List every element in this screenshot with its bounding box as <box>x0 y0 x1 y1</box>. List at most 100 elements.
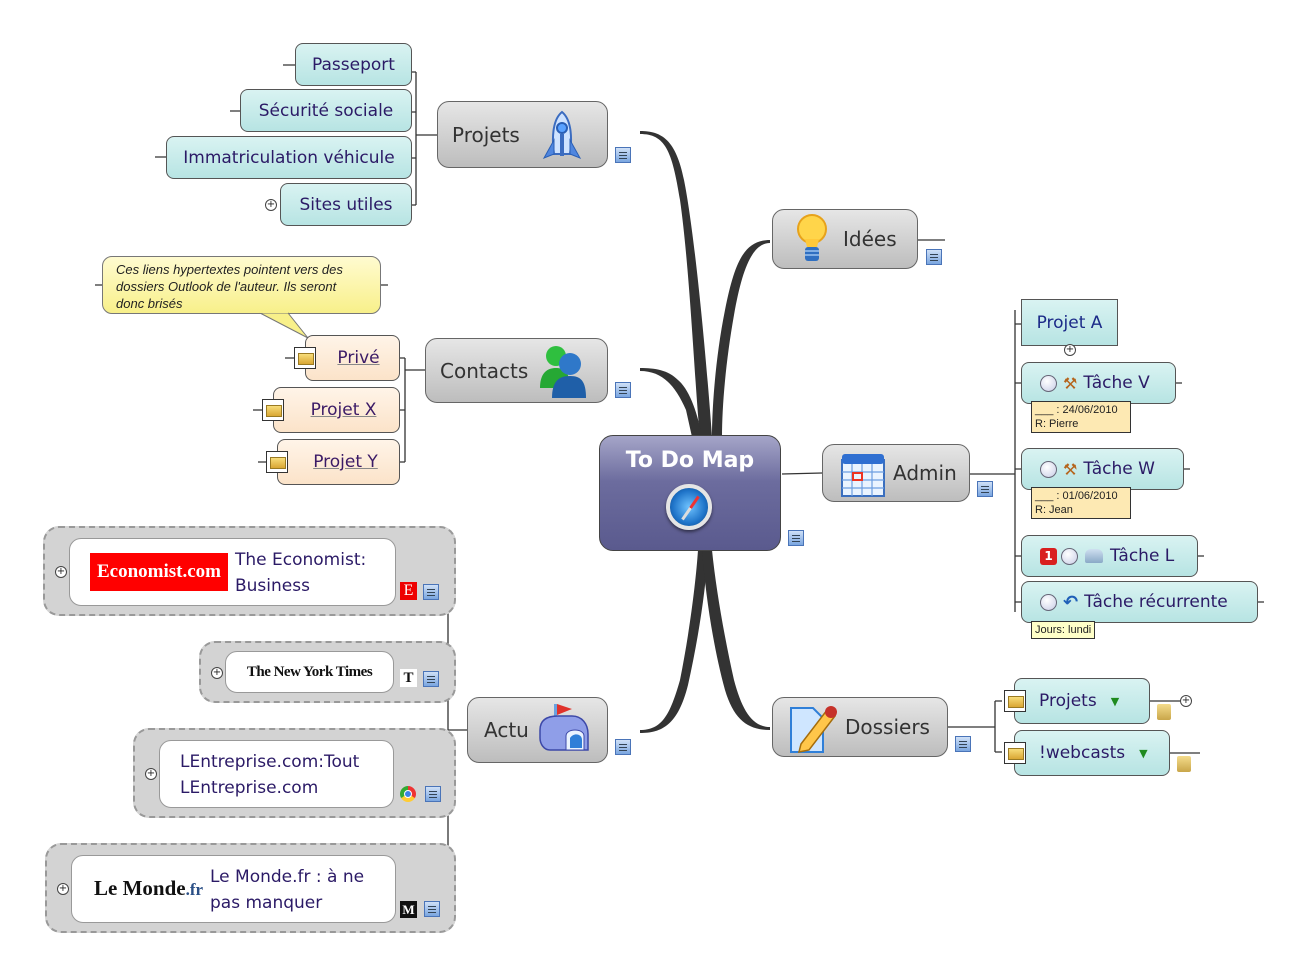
folder-link-icon[interactable] <box>1004 690 1026 712</box>
dropdown-arrow-icon[interactable]: ▼ <box>1139 746 1148 760</box>
subtopic-passeport[interactable]: Passeport <box>295 43 412 86</box>
news-title-line: The Economist: <box>235 550 367 570</box>
subtopic-projet-x[interactable]: Projet X <box>273 387 400 433</box>
dropdown-arrow-icon[interactable]: ▼ <box>1110 694 1120 708</box>
folder-link-icon[interactable] <box>262 399 284 421</box>
news-card[interactable]: Economist.com The Economist: Business <box>69 538 396 606</box>
expand-icon[interactable]: + <box>1180 695 1192 707</box>
branch-actu <box>640 550 708 733</box>
task-label: Tâche L <box>1110 546 1175 566</box>
subtopic-label: Projet X <box>310 400 377 420</box>
topic-projets[interactable]: Projets <box>437 101 608 168</box>
branch-idees <box>712 240 770 437</box>
news-card[interactable]: Le Monde.fr Le Monde.fr : à ne pas manqu… <box>71 855 396 923</box>
central-topic-title: To Do Map <box>625 448 755 473</box>
notes-icon[interactable] <box>615 739 631 755</box>
topic-admin[interactable]: Admin <box>822 444 970 502</box>
folder-link-icon[interactable] <box>294 347 316 369</box>
notes-icon[interactable] <box>423 671 439 687</box>
news-item-lemonde[interactable]: + Le Monde.fr Le Monde.fr : à ne pas man… <box>45 843 456 933</box>
topic-dossiers[interactable]: Dossiers <box>772 697 948 757</box>
task-l[interactable]: 1 Tâche L <box>1021 535 1198 577</box>
topic-contacts[interactable]: Contacts <box>425 338 608 403</box>
folder-attachment-icon[interactable] <box>1157 704 1171 720</box>
subtopic-label: Sites utiles <box>299 194 393 215</box>
task-label: Tâche V <box>1083 373 1150 393</box>
subtopic-sites-utiles[interactable]: Sites utiles <box>280 183 412 226</box>
notes-icon[interactable] <box>977 481 993 497</box>
expand-icon[interactable]: + <box>265 199 277 211</box>
users-icon <box>538 342 588 398</box>
notes-icon[interactable] <box>955 736 971 752</box>
news-title: LEntreprise.com:Tout LEntreprise.com <box>180 749 359 801</box>
news-item-nyt[interactable]: + The New York Times T <box>199 641 456 703</box>
news-card[interactable]: LEntreprise.com:Tout LEntreprise.com <box>159 740 394 808</box>
subtopic-label: Sécurité sociale <box>258 100 394 121</box>
subtopic-projet-a[interactable]: Projet A <box>1021 299 1118 346</box>
task-label: Tâche récurrente <box>1084 592 1228 612</box>
notes-icon[interactable] <box>423 584 439 600</box>
topic-label: Admin <box>893 461 957 485</box>
expand-icon[interactable]: + <box>211 667 223 679</box>
task-due-date: ___ : 24/06/2010 <box>1035 404 1118 416</box>
branch-dossiers <box>702 550 770 730</box>
folder-link-icon[interactable] <box>1004 742 1026 764</box>
news-title-line: LEntreprise.com <box>180 778 319 798</box>
task-progress-checkbox[interactable] <box>1040 374 1057 392</box>
expand-icon[interactable]: + <box>57 883 69 895</box>
news-title-line: Le Monde.fr : à ne <box>210 867 365 887</box>
subtopic-prive[interactable]: Privé <box>305 335 400 381</box>
subtopic-label: Projets <box>1039 691 1097 711</box>
subtopic-securite-sociale[interactable]: Sécurité sociale <box>240 89 412 132</box>
recurrence-arrow-icon: ↶ <box>1063 591 1079 613</box>
chrome-icon[interactable] <box>400 786 416 802</box>
lemonde-favicon[interactable]: M <box>400 901 417 918</box>
task-progress-checkbox[interactable] <box>1040 460 1057 478</box>
subtopic-immatriculation[interactable]: Immatriculation véhicule <box>166 136 412 179</box>
notes-icon[interactable] <box>926 249 942 265</box>
safari-compass-icon <box>666 484 712 530</box>
subtopic-label: !webcasts <box>1039 743 1126 763</box>
central-topic[interactable]: To Do Map <box>599 435 781 551</box>
subtopic-projet-y[interactable]: Projet Y <box>277 439 400 485</box>
subtopic-dossier-projets[interactable]: Projets ▼ <box>1014 678 1150 724</box>
economist-logo: Economist.com <box>90 553 228 591</box>
recurrence-days: Jours: lundi <box>1035 624 1092 636</box>
news-item-economist[interactable]: + Economist.com The Economist: Business … <box>43 526 456 616</box>
task-progress-checkbox[interactable] <box>1040 593 1057 611</box>
news-title: Le Monde.fr : à ne pas manquer <box>210 864 364 916</box>
economist-favicon[interactable]: E <box>400 582 417 600</box>
task-info-note: ___ : 01/06/2010 R: Jean <box>1031 487 1131 519</box>
notes-icon[interactable] <box>788 530 804 546</box>
task-v[interactable]: ⚒ Tâche V <box>1021 362 1176 404</box>
news-card[interactable]: The New York Times <box>225 651 394 693</box>
gavel-icon: ⚒ <box>1063 373 1078 393</box>
folder-attachment-icon[interactable] <box>1177 756 1191 772</box>
folder-link-icon[interactable] <box>266 451 288 473</box>
subtopic-dossier-webcasts[interactable]: !webcasts ▼ <box>1014 730 1170 776</box>
notes-icon[interactable] <box>424 901 440 917</box>
branch-contacts <box>640 368 702 437</box>
task-recurrente[interactable]: ↶ Tâche récurrente <box>1021 581 1258 623</box>
lemonde-logo-suffix: .fr <box>185 880 204 899</box>
notes-icon[interactable] <box>615 382 631 398</box>
notes-icon[interactable] <box>615 147 631 163</box>
news-item-lentreprise[interactable]: + LEntreprise.com:Tout LEntreprise.com <box>133 728 456 818</box>
callout-pointer <box>259 312 309 339</box>
notes-icon[interactable] <box>425 786 441 802</box>
topic-label: Dossiers <box>845 715 930 739</box>
task-w[interactable]: ⚒ Tâche W <box>1021 448 1184 490</box>
mailbox-icon <box>1085 549 1103 563</box>
expand-icon[interactable]: + <box>1064 344 1076 356</box>
topic-idees[interactable]: Idées <box>772 209 918 269</box>
nyt-favicon[interactable]: T <box>400 669 417 687</box>
lemonde-logo: Le Monde.fr <box>94 876 203 901</box>
news-title-line: pas manquer <box>210 893 323 913</box>
topic-label: Contacts <box>440 358 529 383</box>
expand-icon[interactable]: + <box>145 768 157 780</box>
expand-icon[interactable]: + <box>55 566 67 578</box>
topic-actu[interactable]: Actu <box>467 697 608 763</box>
task-progress-checkbox[interactable] <box>1061 547 1078 565</box>
callout-note[interactable]: Ces liens hypertextes pointent vers des … <box>102 256 381 314</box>
task-recurrence-note: Jours: lundi <box>1031 621 1096 639</box>
